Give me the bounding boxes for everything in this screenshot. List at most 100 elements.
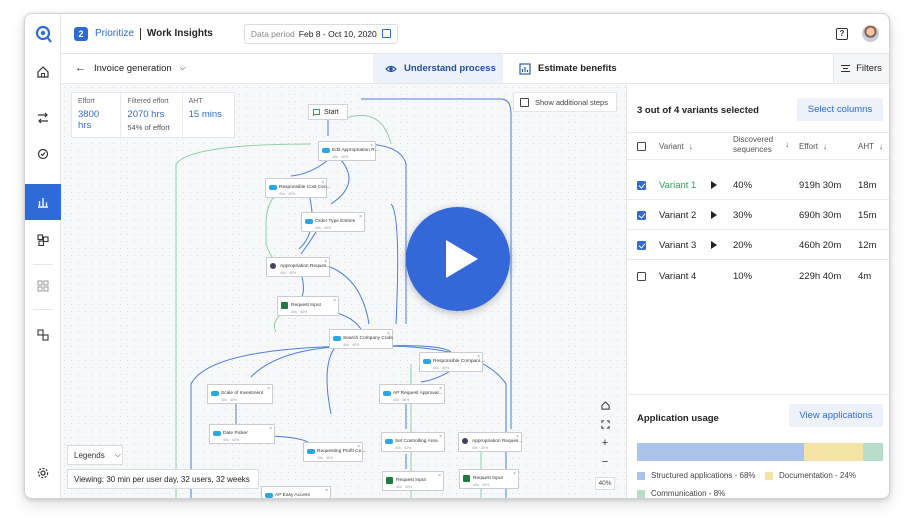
flag-icon bbox=[313, 108, 320, 116]
tab-understand-process[interactable]: Understand process bbox=[373, 54, 503, 83]
transfer-icon bbox=[38, 112, 48, 124]
app-window: 2 Prioritize Work Insights Data period F… bbox=[24, 13, 890, 499]
process-map-canvas[interactable]: Effort 3800 hrs Filtered effort 2070 hrs… bbox=[61, 84, 626, 498]
grid-icon bbox=[37, 280, 49, 292]
variant-name: Variant 4 bbox=[659, 270, 697, 282]
sidebar-item-sync[interactable] bbox=[25, 317, 61, 353]
process-node[interactable]: Appropriation Reques...40s · 40%× bbox=[266, 257, 330, 277]
zoom-controls: + − 40% bbox=[595, 397, 615, 490]
process-node[interactable]: Appropriation Reques...40s · 40%× bbox=[458, 432, 522, 452]
play-icon[interactable] bbox=[711, 181, 717, 189]
variant-row[interactable]: Variant 4 10% 229h 40m 4m bbox=[627, 261, 889, 291]
play-icon[interactable] bbox=[711, 241, 717, 249]
select-all-checkbox[interactable] bbox=[637, 142, 646, 151]
process-selector[interactable]: ← Invoice generation ⌵ bbox=[75, 62, 186, 74]
gear-icon bbox=[37, 467, 49, 479]
zoom-level: 40% bbox=[595, 477, 615, 490]
process-node[interactable]: AP Easy Access40s · 40%× bbox=[261, 486, 331, 498]
home-icon bbox=[37, 66, 49, 78]
additional-steps-checkbox[interactable] bbox=[520, 97, 529, 107]
column-header-effort[interactable]: Effort↓ bbox=[799, 142, 827, 151]
calendar-icon bbox=[381, 29, 391, 38]
variant-checkbox[interactable] bbox=[637, 210, 646, 220]
home-icon bbox=[600, 400, 610, 410]
sync-icon bbox=[37, 329, 49, 341]
play-icon[interactable] bbox=[711, 211, 717, 219]
variant-aht: 18m bbox=[858, 179, 877, 191]
sidebar-item-grid[interactable] bbox=[25, 268, 61, 304]
process-name: Invoice generation bbox=[94, 62, 172, 74]
home-view-button[interactable] bbox=[596, 397, 614, 413]
column-header-aht[interactable]: AHT↓ bbox=[858, 142, 883, 151]
zoom-in-button[interactable]: + bbox=[601, 437, 609, 449]
usage-legend-structured: Structured applications - 68% bbox=[637, 471, 756, 480]
process-node[interactable]: AP Request Approval...40s · 40%× bbox=[379, 384, 445, 404]
variant-row[interactable]: Variant 1 40% 919h 30m 18m bbox=[627, 170, 889, 200]
sidebar-item-automation[interactable] bbox=[25, 222, 61, 258]
expand-icon bbox=[600, 419, 610, 429]
tab-estimate-benefits[interactable]: Estimate benefits bbox=[519, 54, 617, 83]
zoom-out-button[interactable]: − bbox=[601, 456, 609, 468]
legends-dropdown[interactable]: Legends ⌵ bbox=[67, 445, 123, 465]
process-node[interactable]: Edit Appropriation R...40s · 40%× bbox=[318, 141, 379, 161]
application-usage-section: Application usage View applications Stru… bbox=[627, 394, 889, 498]
back-arrow-icon[interactable]: ← bbox=[75, 62, 86, 74]
step-label[interactable]: Prioritize bbox=[95, 28, 134, 39]
select-columns-button[interactable]: Select columns bbox=[797, 98, 883, 121]
help-icon[interactable]: ? bbox=[836, 27, 848, 40]
process-node[interactable]: Responsible Compani...40s · 40%× bbox=[419, 352, 484, 372]
sidebar-item-insights[interactable] bbox=[25, 184, 61, 220]
variant-aht: 12m bbox=[858, 239, 877, 251]
process-node[interactable]: Responsible Cost Cen...40s · 40%× bbox=[265, 178, 331, 198]
play-icon bbox=[446, 240, 478, 278]
view-applications-button[interactable]: View applications bbox=[789, 404, 883, 427]
variants-selection-summary: 3 out of 4 variants selected bbox=[637, 105, 759, 116]
sidebar-item-settings[interactable] bbox=[25, 455, 61, 491]
variant-checkbox[interactable] bbox=[637, 271, 646, 281]
variant-effort: 229h 40m bbox=[799, 270, 842, 282]
application-usage-bar bbox=[637, 443, 883, 461]
chevron-down-icon: ⌵ bbox=[179, 63, 186, 72]
sidebar-item-discover[interactable] bbox=[25, 136, 61, 172]
chart-box-icon bbox=[519, 62, 531, 75]
bar-chart-icon bbox=[38, 198, 48, 208]
process-node[interactable]: Requesting Profit Ce...40s · 40%× bbox=[303, 442, 365, 462]
show-additional-steps-toggle[interactable]: Show additional steps bbox=[513, 92, 617, 112]
sidebar-item-home[interactable] bbox=[25, 54, 61, 90]
start-node[interactable]: Start bbox=[308, 104, 348, 120]
variant-sequences: 10% bbox=[733, 270, 753, 282]
date-period-picker[interactable]: Data period Feb 8 - Oct 10, 2020 bbox=[243, 23, 398, 44]
avatar[interactable] bbox=[862, 25, 879, 42]
variant-name: Variant 3 bbox=[659, 239, 697, 251]
app-logo-icon[interactable] bbox=[33, 24, 53, 44]
variant-checkbox[interactable] bbox=[637, 180, 646, 190]
variant-effort: 919h 30m bbox=[799, 179, 842, 191]
effort-stats: Effort 3800 hrs Filtered effort 2070 hrs… bbox=[71, 92, 235, 138]
viewing-summary: Viewing: 30 min per user day, 32 users, … bbox=[67, 469, 259, 489]
sidebar-item-transfer[interactable] bbox=[25, 100, 61, 136]
variant-checkbox[interactable] bbox=[637, 240, 646, 250]
variant-name: Variant 1 bbox=[659, 179, 697, 191]
variant-row[interactable]: Variant 2 30% 690h 30m 15m bbox=[627, 200, 889, 230]
usage-legend-documentation: Documentation - 24% bbox=[765, 471, 856, 480]
filters-button[interactable]: Filters bbox=[833, 54, 889, 83]
usage-segment bbox=[863, 443, 883, 461]
variant-aht: 4m bbox=[858, 270, 872, 282]
fit-screen-button[interactable] bbox=[596, 416, 614, 432]
variant-aht: 15m bbox=[858, 209, 877, 221]
stat-aht: AHT 15 mins bbox=[188, 98, 222, 120]
video-play-button[interactable] bbox=[406, 207, 510, 311]
usage-segment bbox=[804, 443, 864, 461]
variant-row[interactable]: Variant 3 20% 460h 20m 12m bbox=[627, 230, 889, 260]
column-header-discovered[interactable]: Discovered sequences↓ bbox=[733, 135, 789, 154]
variant-effort: 460h 20m bbox=[799, 239, 842, 251]
column-header-variant[interactable]: Variant↓ bbox=[659, 142, 693, 151]
